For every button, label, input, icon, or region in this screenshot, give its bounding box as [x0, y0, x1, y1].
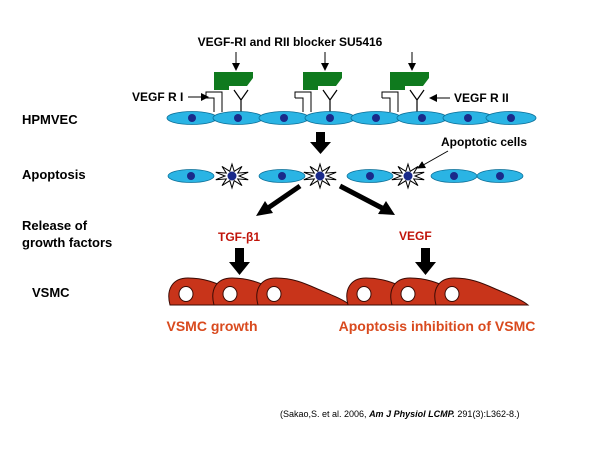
big-arrow-down-1	[310, 132, 331, 154]
blocker-label: VEGF-RI and RII blocker SU5416	[198, 35, 383, 49]
nucleus	[356, 286, 372, 302]
endothelial-cell	[304, 111, 356, 125]
big-arrow-down-3	[415, 248, 436, 275]
nucleus	[188, 114, 196, 122]
vegf-receptor-2	[322, 89, 338, 112]
apoptotic-cells-pointer	[417, 150, 449, 169]
nucleus	[372, 114, 380, 122]
nucleus	[315, 171, 325, 181]
nucleus	[187, 172, 195, 180]
endothelial-cell	[476, 169, 524, 183]
nucleus	[266, 286, 282, 302]
release-label-line2: growth factors	[22, 235, 112, 250]
receptor-unit	[294, 72, 342, 112]
apoptotic-cell	[215, 162, 249, 190]
nucleus	[418, 114, 426, 122]
nucleus	[496, 172, 504, 180]
endothelial-cell	[212, 111, 264, 125]
receptor-unit	[205, 72, 253, 112]
nucleus	[222, 286, 238, 302]
nucleus	[464, 114, 472, 122]
big-arrow-down-2	[229, 248, 250, 275]
apoptotic-cells-label: Apoptotic cells	[441, 135, 527, 149]
nucleus	[366, 172, 374, 180]
endothelial-cell	[396, 111, 448, 125]
apoptosis-inhibition-label: Apoptosis inhibition of VSMC	[339, 318, 536, 334]
vegf-receptor-1	[205, 91, 223, 112]
endothelial-cell	[346, 169, 394, 183]
vegf-receptor-1	[381, 91, 399, 112]
nucleus	[400, 286, 416, 302]
nucleus	[450, 172, 458, 180]
hpmvec-label: HPMVEC	[22, 112, 78, 127]
blocker-arrows	[232, 52, 416, 71]
vegf-label: VEGF	[399, 229, 432, 243]
vsmc-group-left	[168, 277, 352, 306]
release-label-line1: Release of	[22, 218, 88, 233]
endothelial-cell	[350, 111, 402, 125]
apoptosis-cell-row	[167, 162, 524, 190]
citation-suffix: 291(3):L362-8.)	[455, 409, 520, 419]
vegf-receptor-2	[233, 89, 249, 112]
nucleus	[326, 114, 334, 122]
hpmvec-cell-row	[166, 111, 537, 125]
su5416-blocker	[303, 72, 342, 90]
endothelial-cell	[167, 169, 215, 183]
citation-prefix: (Sakao,S. et al. 2006,	[280, 409, 369, 419]
vegf-receptor-2	[409, 89, 425, 112]
nucleus	[507, 114, 515, 122]
vsmc-label: VSMC	[32, 285, 70, 300]
citation-journal: Am J Physiol LCMP.	[368, 409, 455, 419]
endothelial-cell	[442, 111, 494, 125]
vsmc-group-right	[346, 277, 530, 306]
nucleus	[227, 171, 237, 181]
apoptosis-label: Apoptosis	[22, 167, 86, 182]
nucleus	[178, 286, 194, 302]
receptor-units	[205, 72, 429, 112]
vegfr2-label: VEGF R II	[454, 91, 509, 105]
vegf-receptor-1	[294, 91, 312, 112]
nucleus	[280, 114, 288, 122]
endothelial-cell	[485, 111, 537, 125]
tgf-beta1-label: TGF-β1	[218, 230, 260, 244]
nucleus	[278, 172, 286, 180]
endothelial-cell	[258, 169, 306, 183]
nucleus	[234, 114, 242, 122]
endothelial-cell	[258, 111, 310, 125]
su5416-blocker	[214, 72, 253, 90]
apoptotic-cell	[391, 162, 425, 190]
vsmc-growth-label: VSMC growth	[167, 318, 258, 334]
citation: (Sakao,S. et al. 2006, Am J Physiol LCMP…	[280, 409, 519, 419]
endothelial-cell	[166, 111, 218, 125]
smooth-muscle-cell	[256, 277, 352, 306]
nucleus	[403, 171, 413, 181]
receptor-unit	[381, 72, 429, 112]
smooth-muscle-cell	[434, 277, 530, 306]
endothelial-cell	[430, 169, 478, 183]
vegfr1-label: VEGF R I	[132, 90, 183, 104]
apoptotic-cell	[303, 162, 337, 190]
nucleus	[444, 286, 460, 302]
diagonal-arrows	[256, 183, 395, 216]
su5416-blocker	[390, 72, 429, 90]
